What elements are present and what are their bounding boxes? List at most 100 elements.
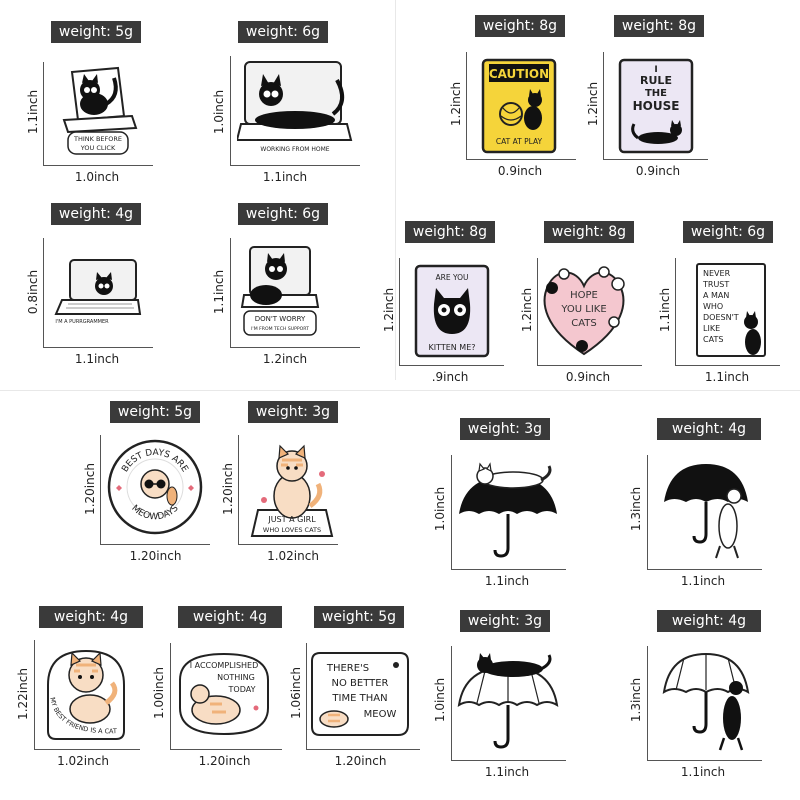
height-label: 1.2inch: [449, 81, 463, 127]
height-label: 1.0inch: [433, 677, 447, 723]
weight-badge: weight: 5g: [314, 606, 404, 628]
height-label: 1.0inch: [212, 89, 226, 135]
height-line: [238, 435, 239, 545]
pin-artwork: MY BEST FRIEND IS A CAT: [40, 645, 132, 743]
pin-artwork: NEVER TRUST A MAN WHO DOESN'T LIKE CATS: [695, 262, 767, 358]
weight-badge: weight: 6g: [238, 203, 328, 225]
height-line: [466, 52, 467, 160]
width-line: [170, 749, 282, 750]
height-label: 0.8inch: [26, 269, 40, 315]
height-line: [537, 258, 538, 366]
height-line: [306, 643, 307, 750]
weight-badge: weight: 4g: [657, 418, 761, 440]
width-label: 1.1inch: [484, 574, 530, 588]
height-label: 1.20inch: [221, 463, 235, 515]
pin-artwork: I RULE THE HOUSE: [618, 58, 694, 154]
width-label: 1.1inch: [74, 352, 120, 366]
pin-text: HOPE: [570, 290, 598, 301]
pin-text: THINK BEFORE: [73, 135, 122, 143]
width-label: 1.02inch: [267, 549, 319, 563]
width-label: 1.1inch: [704, 370, 750, 384]
height-line: [451, 646, 452, 761]
pin-text: WORKING FROM HOME: [260, 146, 329, 153]
height-line: [675, 258, 676, 366]
pin-artwork: THERE'S NO BETTER TIME THAN MEOW: [310, 651, 410, 737]
pin-text: JUST A GIRL: [267, 515, 316, 524]
width-label: 1.20inch: [334, 754, 387, 768]
weight-badge: weight: 5g: [51, 21, 141, 43]
pin-text: KITTEN ME?: [428, 343, 475, 352]
width-line: [647, 760, 762, 761]
pin-artwork: BEST DAYS ARE MEOWDAYS: [106, 438, 204, 536]
width-line: [230, 165, 360, 166]
pin-text: TRUST: [702, 280, 729, 289]
width-line: [603, 159, 708, 160]
pin-artwork: I ACCOMPLISHED NOTHING TODAY: [176, 650, 272, 738]
pin-text: DOESN'T: [703, 313, 739, 322]
height-label: 1.3inch: [629, 486, 643, 532]
weight-badge: weight: 8g: [405, 221, 495, 243]
pin-text: I'M A PURRGRAMMER: [55, 319, 109, 325]
height-label: 1.0inch: [433, 486, 447, 532]
pin-text: THE: [645, 88, 667, 99]
pin-artwork: [455, 653, 561, 753]
weight-badge: weight: 3g: [248, 401, 338, 423]
pin-artwork: [455, 462, 561, 562]
pin-text: CATS: [703, 335, 723, 344]
width-line: [238, 544, 338, 545]
pin-text: I'M FROM TECH SUPPORT: [251, 326, 309, 332]
width-label: 1.1inch: [680, 574, 726, 588]
weight-badge: weight: 4g: [657, 610, 761, 632]
pin-artwork: I'M A PURRGRAMMER: [52, 256, 144, 328]
height-label: 1.2inch: [520, 287, 534, 333]
pin-artwork: [660, 460, 752, 564]
height-line: [230, 56, 231, 166]
height-label: 1.2inch: [382, 287, 396, 333]
weight-badge: weight: 4g: [51, 203, 141, 225]
height-label: 1.00inch: [152, 667, 166, 719]
height-line: [647, 455, 648, 570]
weight-badge: weight: 4g: [178, 606, 282, 628]
weight-badge: weight: 3g: [460, 418, 550, 440]
height-label: 1.22inch: [16, 668, 30, 720]
weight-badge: weight: 6g: [683, 221, 773, 243]
height-line: [43, 62, 44, 166]
pin-text: CATS: [571, 318, 597, 329]
width-line: [306, 749, 420, 750]
width-label: 1.1inch: [680, 765, 726, 779]
width-line: [100, 544, 210, 545]
pin-text: TIME THAN: [331, 693, 387, 704]
width-line: [43, 165, 153, 166]
height-label: 1.2inch: [586, 81, 600, 127]
pin-text: A MAN: [703, 291, 729, 300]
weight-badge: weight: 5g: [110, 401, 200, 423]
weight-badge: weight: 8g: [475, 15, 565, 37]
width-label: 0.9inch: [497, 164, 543, 178]
height-line: [647, 646, 648, 761]
pin-text: LIKE: [703, 324, 720, 333]
height-label: 1.3inch: [629, 677, 643, 723]
pin-text: MEOW: [364, 709, 397, 720]
width-line: [451, 760, 566, 761]
width-line: [647, 569, 762, 570]
width-label: 1.1inch: [484, 765, 530, 779]
width-line: [230, 347, 360, 348]
pin-text: CAUTION: [489, 67, 549, 81]
height-line: [399, 258, 400, 366]
pin-artwork: DON'T WORRY I'M FROM TECH SUPPORT: [240, 245, 320, 337]
pin-text: NOTHING: [217, 673, 255, 682]
width-label: 1.02inch: [57, 754, 109, 768]
height-label: 1.1inch: [26, 89, 40, 135]
pin-text: WHO LOVES CATS: [263, 526, 321, 534]
height-line: [100, 435, 101, 545]
height-line: [451, 455, 452, 570]
width-label: 1.1inch: [262, 170, 308, 184]
pin-text: CAT AT PLAY: [496, 137, 543, 146]
pin-text: I ACCOMPLISHED: [190, 661, 259, 670]
width-line: [451, 569, 566, 570]
height-label: 1.1inch: [658, 287, 672, 333]
width-label: 1.20inch: [129, 549, 182, 563]
pin-text: I: [654, 65, 657, 75]
weight-badge: weight: 8g: [614, 15, 704, 37]
pin-artwork: HOPE YOU LIKE CATS: [538, 262, 630, 358]
